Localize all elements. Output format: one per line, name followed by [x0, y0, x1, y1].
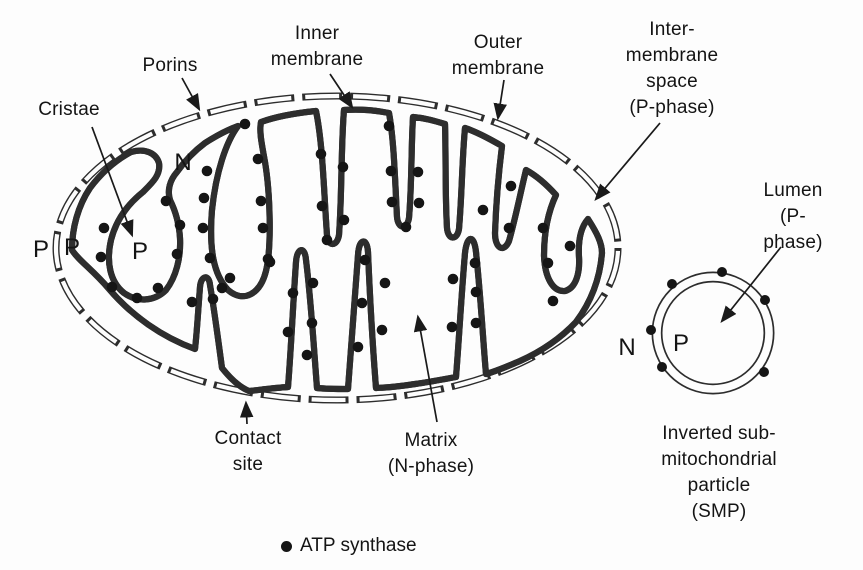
intermembrane-space-arrow — [594, 122, 661, 201]
cristae-arrow — [91, 126, 134, 238]
atp-synthase-dot — [197, 222, 209, 234]
atp-synthase-dot — [307, 277, 319, 289]
atp-synthase-dot — [174, 219, 186, 231]
atp-synthase-dot — [470, 317, 482, 329]
matrix-arrow — [413, 314, 438, 423]
atp-synthase-dot — [216, 282, 228, 294]
atp-synthase-dot — [337, 161, 349, 173]
atp-synthase-dot — [152, 282, 164, 294]
smp-atp-synthase-dot — [646, 325, 656, 335]
atp-synthase-dot — [400, 221, 412, 233]
lumen-arrow — [720, 246, 782, 323]
atp-synthase-dot — [359, 254, 371, 266]
label-outer-membrane: Outer membrane — [451, 32, 545, 79]
atp-synthase-dot — [204, 252, 216, 264]
atp-synthase-legend-label: ATP synthase — [300, 535, 417, 556]
atp-synthase-dot — [255, 195, 267, 207]
atp-synthase-dot — [469, 257, 481, 269]
label-smp: Inverted sub- mitochondrial particle (SM… — [661, 423, 777, 522]
smp-atp-synthase-dot — [759, 367, 769, 377]
atp-synthase-dot — [542, 257, 554, 269]
label-cristae: Cristae — [38, 99, 100, 120]
atp-synthase-dot — [383, 120, 395, 132]
atp-synthase-legend-dot — [281, 540, 292, 552]
atp-synthase-dot — [315, 148, 327, 160]
atp-synthase-dot — [376, 324, 388, 336]
label-matrix: Matrix (N-phase) — [387, 430, 475, 477]
atp-synthase-dot — [338, 214, 350, 226]
label-inner-membrane: Inner membrane — [270, 23, 364, 70]
atp-synthase-dot — [98, 222, 110, 234]
atp-synthase-dot — [356, 297, 368, 309]
atp-synthase-dot — [224, 272, 236, 284]
atp-synthase-dot — [477, 204, 489, 216]
phase-letter-smp-inside-p: P — [672, 330, 690, 357]
smp-atp-synthase-dot — [667, 279, 677, 289]
label-contact-site: Contact site — [214, 428, 282, 475]
atp-synthase-dot — [171, 248, 183, 260]
atp-synthase-dot — [95, 251, 107, 263]
atp-synthase-dot — [264, 256, 276, 268]
atp-synthase-dot — [257, 222, 269, 234]
phase-letter-matrix-n: N — [174, 149, 192, 176]
atp-synthase-dot — [239, 118, 251, 130]
annotation-arrows — [91, 73, 782, 425]
smp-atp-synthase-dot — [760, 295, 770, 305]
atp-synthase-dot — [386, 196, 398, 208]
inner-membrane-arrow — [329, 73, 354, 110]
legend-atp-synthase: ATP synthase — [281, 535, 417, 557]
atp-synthase-dot — [198, 192, 210, 204]
smp-atp-synthase-dot — [657, 362, 667, 372]
smp-dots-layer — [646, 267, 770, 377]
atp-synthase-dot — [447, 273, 459, 285]
atp-synthase-dot — [131, 292, 143, 304]
atp-synthase-dot — [412, 166, 424, 178]
contact-site-arrow — [239, 400, 254, 425]
atp-synthase-dot — [287, 287, 299, 299]
atp-synthase-dot — [207, 293, 219, 305]
outer-membrane-arrow — [493, 79, 507, 121]
outer-membrane — [52, 92, 622, 404]
atp-synthase-dot — [201, 165, 213, 177]
atp-synthase-dot — [186, 296, 198, 308]
porins-arrow — [181, 77, 201, 112]
atp-synthase-dot — [282, 326, 294, 338]
atp-synthase-dot — [503, 222, 515, 234]
atp-synthase-dot — [385, 165, 397, 177]
smp-atp-synthase-dot — [717, 267, 727, 277]
atp-synthase-dot — [301, 349, 313, 361]
phase-letter-cytosol-p: P — [32, 236, 50, 263]
atp-synthase-dot — [352, 341, 364, 353]
label-intermembrane-space: Inter- membrane space (P-phase) — [625, 19, 719, 118]
atp-synthase-dot — [470, 286, 482, 298]
atp-synthase-dot — [413, 197, 425, 209]
phase-letter-smp-outside-n: N — [618, 334, 636, 361]
atp-synthase-dot — [321, 234, 333, 246]
atp-synthase-dot — [316, 200, 328, 212]
atp-synthase-dot — [505, 180, 517, 192]
atp-synthase-dot — [547, 295, 559, 307]
atp-synthase-dot — [446, 321, 458, 333]
smp-vesicle — [651, 271, 775, 395]
phase-letter-intermembrane-p: P — [63, 234, 81, 261]
atp-synthase-dot — [564, 240, 576, 252]
atp-synthase-dot — [379, 277, 391, 289]
atp-synthase-dot — [106, 281, 118, 293]
label-lumen: Lumen (P-phase) — [763, 180, 823, 253]
atp-synthase-dot — [252, 153, 264, 165]
atp-synthase-dot — [160, 195, 172, 207]
label-porins: Porins — [142, 55, 198, 76]
atp-synthase-dot — [537, 222, 549, 234]
atp-synthase-dot — [306, 317, 318, 329]
atp-synthase-dots-layer — [95, 118, 576, 361]
phase-letter-crista-p: P — [131, 238, 149, 265]
inner-membrane — [68, 110, 606, 395]
